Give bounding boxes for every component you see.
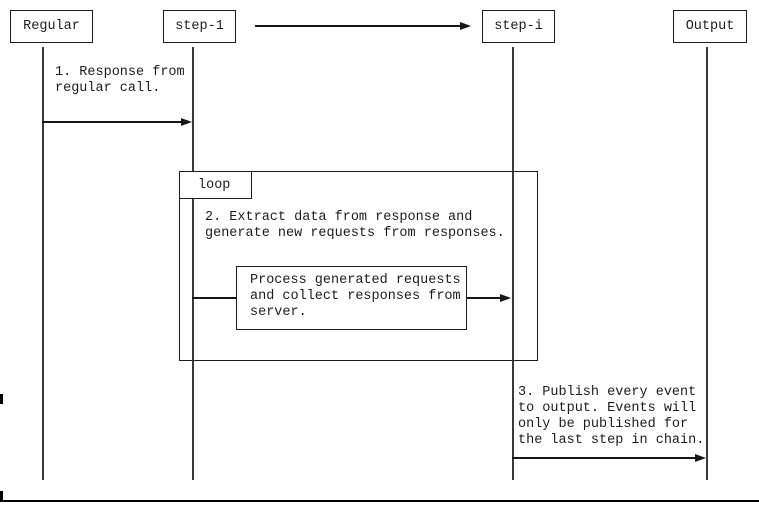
loop-operator-tab: loop (179, 171, 252, 199)
actor-box-output: Output (673, 10, 747, 43)
process-box: Process generated requests and collect r… (236, 266, 467, 330)
message-1-arrowhead-icon (181, 117, 192, 126)
actor-label-step-i: step-i (494, 19, 543, 34)
loop-label: loop (198, 177, 231, 193)
lifeline-regular (42, 47, 44, 480)
actor-box-step-1: step-1 (163, 10, 236, 43)
message-1-arrow-line (42, 121, 181, 123)
lifeline-step-1 (192, 47, 194, 480)
actor-label-step-1: step-1 (175, 19, 224, 34)
process-out-arrow-line (467, 297, 500, 299)
process-in-line (192, 297, 236, 299)
message-3-arrow-line (512, 457, 695, 459)
bottom-border-line (0, 500, 759, 502)
loop-frame (179, 171, 538, 361)
chain-arrowhead-icon (460, 21, 471, 30)
chain-arrow-line (255, 25, 461, 27)
message-1-label: 1. Response from regular call. (55, 65, 185, 96)
actor-box-regular: Regular (10, 10, 93, 43)
lifeline-output (706, 47, 708, 480)
message-3-arrowhead-icon (695, 453, 706, 462)
actor-label-output: Output (685, 19, 735, 34)
left-edge-mark (0, 394, 3, 404)
process-out-arrowhead-icon (500, 293, 511, 302)
message-3-label: 3. Publish every event to output. Events… (518, 385, 705, 448)
bottom-left-edge-mark (0, 491, 3, 501)
actor-box-step-i: step-i (482, 10, 555, 43)
actor-label-regular: Regular (23, 19, 80, 34)
lifeline-step-i (512, 47, 514, 480)
message-2-label: 2. Extract data from response and genera… (205, 210, 505, 241)
